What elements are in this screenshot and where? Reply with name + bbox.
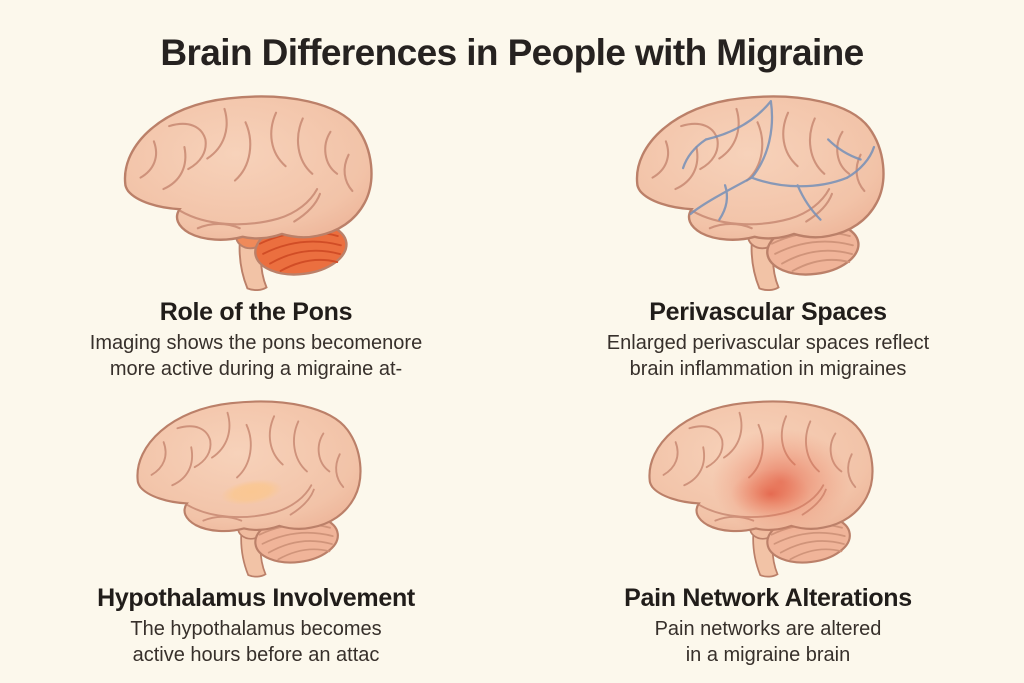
description-line: The hypothalamus becomes — [130, 618, 382, 640]
description-line: Imaging shows the pons becomenore — [89, 332, 423, 354]
description-line: brain inflammation in migraines — [629, 358, 907, 380]
panel-heading: Hypothalamus Involvement — [97, 584, 415, 612]
pain-network-glow-core — [730, 469, 811, 519]
vessel-overlay — [681, 100, 876, 221]
brain-illustration-pons — [123, 95, 373, 292]
description-line: Enlarged perivascular spaces reflect — [606, 332, 930, 354]
description-line: Pain networks are altered — [654, 618, 882, 640]
description-line: more active during a migraine at- — [109, 358, 403, 380]
panel-description: Pain networks are altered in a migraine … — [655, 616, 882, 668]
description-line: active hours before an attac — [132, 644, 380, 666]
hypothalamus-highlight — [220, 479, 283, 506]
panel-heading: Perivascular Spaces — [649, 298, 887, 326]
panel-pain: Pain Network Alterations Pain networks a… — [512, 382, 1024, 668]
description-line: in a migraine brain — [685, 644, 851, 666]
panel-description: Imaging shows the pons becomenore more a… — [90, 330, 422, 382]
page-title: Brain Differences in People with Migrain… — [160, 32, 864, 73]
panel-hypothalamus: Hypothalamus Involvement The hypothalamu… — [0, 382, 512, 668]
brain-illustration-perivascular — [635, 95, 885, 292]
panel-heading: Role of the Pons — [159, 298, 353, 326]
panel-description: Enlarged perivascular spaces reflect bra… — [607, 330, 929, 382]
panel-grid: Role of the Pons Imaging shows the pons … — [0, 86, 1024, 668]
panel-description: The hypothalamus becomes active hours be… — [130, 616, 381, 668]
brain-illustration-hypothalamus — [136, 400, 362, 578]
panel-heading: Pain Network Alterations — [624, 584, 912, 612]
panel-pons: Role of the Pons Imaging shows the pons … — [0, 86, 512, 382]
panel-perivascular: Perivascular Spaces Enlarged perivascula… — [512, 86, 1024, 382]
brain-illustration-pain — [648, 400, 874, 578]
